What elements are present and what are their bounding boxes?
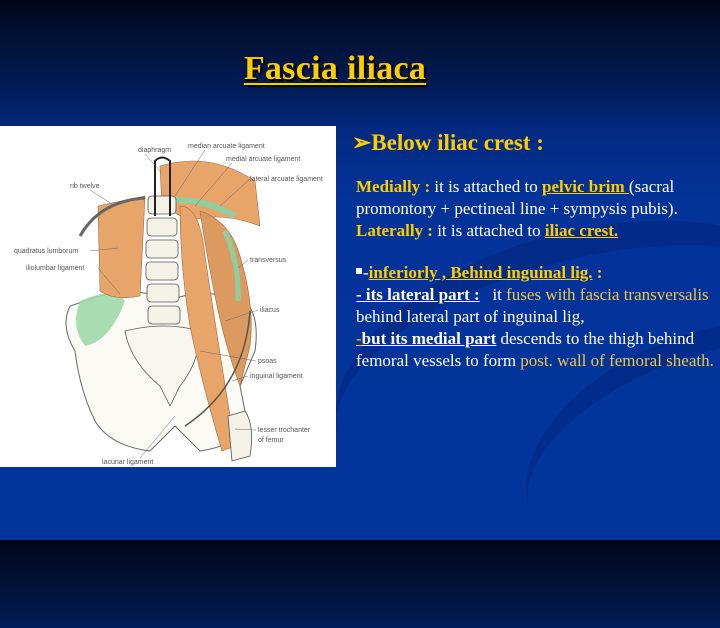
label-rib-twelve: rib twelve xyxy=(70,183,100,190)
label-lacunar: lacunar ligament xyxy=(102,459,153,466)
inferior-paragraph: -inferiorly , Behind inguinal lig. : - i… xyxy=(356,262,718,372)
post-wall-text: post. wall of femoral sheath. xyxy=(520,351,714,370)
fuses-text: fuses with fascia transversalis xyxy=(506,285,709,304)
label-of-femur: of femur xyxy=(258,437,284,444)
heading-text: Below iliac crest : xyxy=(371,130,544,155)
inferiorly-colon: : xyxy=(592,263,603,282)
medially-detail: (sacral promontory + pectineal line + sy… xyxy=(356,177,678,218)
lateral-it: it xyxy=(479,285,507,304)
arrow-bullet-icon: ➢ xyxy=(352,130,372,155)
iliac-crest-term: iliac crest. xyxy=(544,221,619,240)
bullet-dash: - xyxy=(363,263,369,282)
lateral-detail: behind lateral part of inguinal lig, xyxy=(356,307,585,326)
medial-part-label: but its medial part xyxy=(361,329,497,348)
medially-label: Medially : xyxy=(356,177,431,196)
inferiorly-heading: inferiorly , Behind inguinal lig. xyxy=(368,263,593,282)
anatomy-illustration: diaphragm median arcuate ligament medial… xyxy=(14,143,323,466)
medial-detail: descends to the thigh behind femoral ves… xyxy=(356,329,695,370)
laterally-text: it is attached to xyxy=(432,221,545,240)
lateral-part-label: - its lateral part : xyxy=(356,285,480,304)
label-psoas: psoas xyxy=(258,358,277,365)
label-iliacus: iliacus xyxy=(260,307,280,314)
square-bullet-icon xyxy=(356,268,362,275)
label-lateral-arcuate: lateral arcuate ligament xyxy=(250,176,323,183)
label-iliolumbar: iliolumbar ligament xyxy=(26,265,84,272)
pelvic-brim-term: pelvic brim xyxy=(542,177,629,196)
label-transversus: transversus xyxy=(250,257,287,264)
attachment-paragraph: Medially : it is attached to pelvic brim… xyxy=(356,176,718,242)
content-column: ➢Below iliac crest : Medially : it is at… xyxy=(352,128,718,372)
label-inguinal: inguinal ligament xyxy=(250,373,303,380)
label-quadratus: quadratus lumborum xyxy=(14,248,78,255)
label-medial-arcuate: medial arcuate ligament xyxy=(226,156,300,163)
label-diaphragm: diaphragm xyxy=(138,147,171,154)
anatomy-figure: diaphragm median arcuate ligament medial… xyxy=(0,126,336,467)
section-heading: ➢Below iliac crest : xyxy=(352,128,718,158)
medially-text: it is attached to xyxy=(430,177,543,196)
slide-title: Fascia iliaca xyxy=(243,50,427,87)
label-median-arcuate: median arcuate ligament xyxy=(188,143,265,150)
label-lesser-trochanter: lesser trochanter xyxy=(258,427,311,434)
medial-dash: - xyxy=(356,329,362,348)
laterally-label: Laterally : xyxy=(356,221,433,240)
